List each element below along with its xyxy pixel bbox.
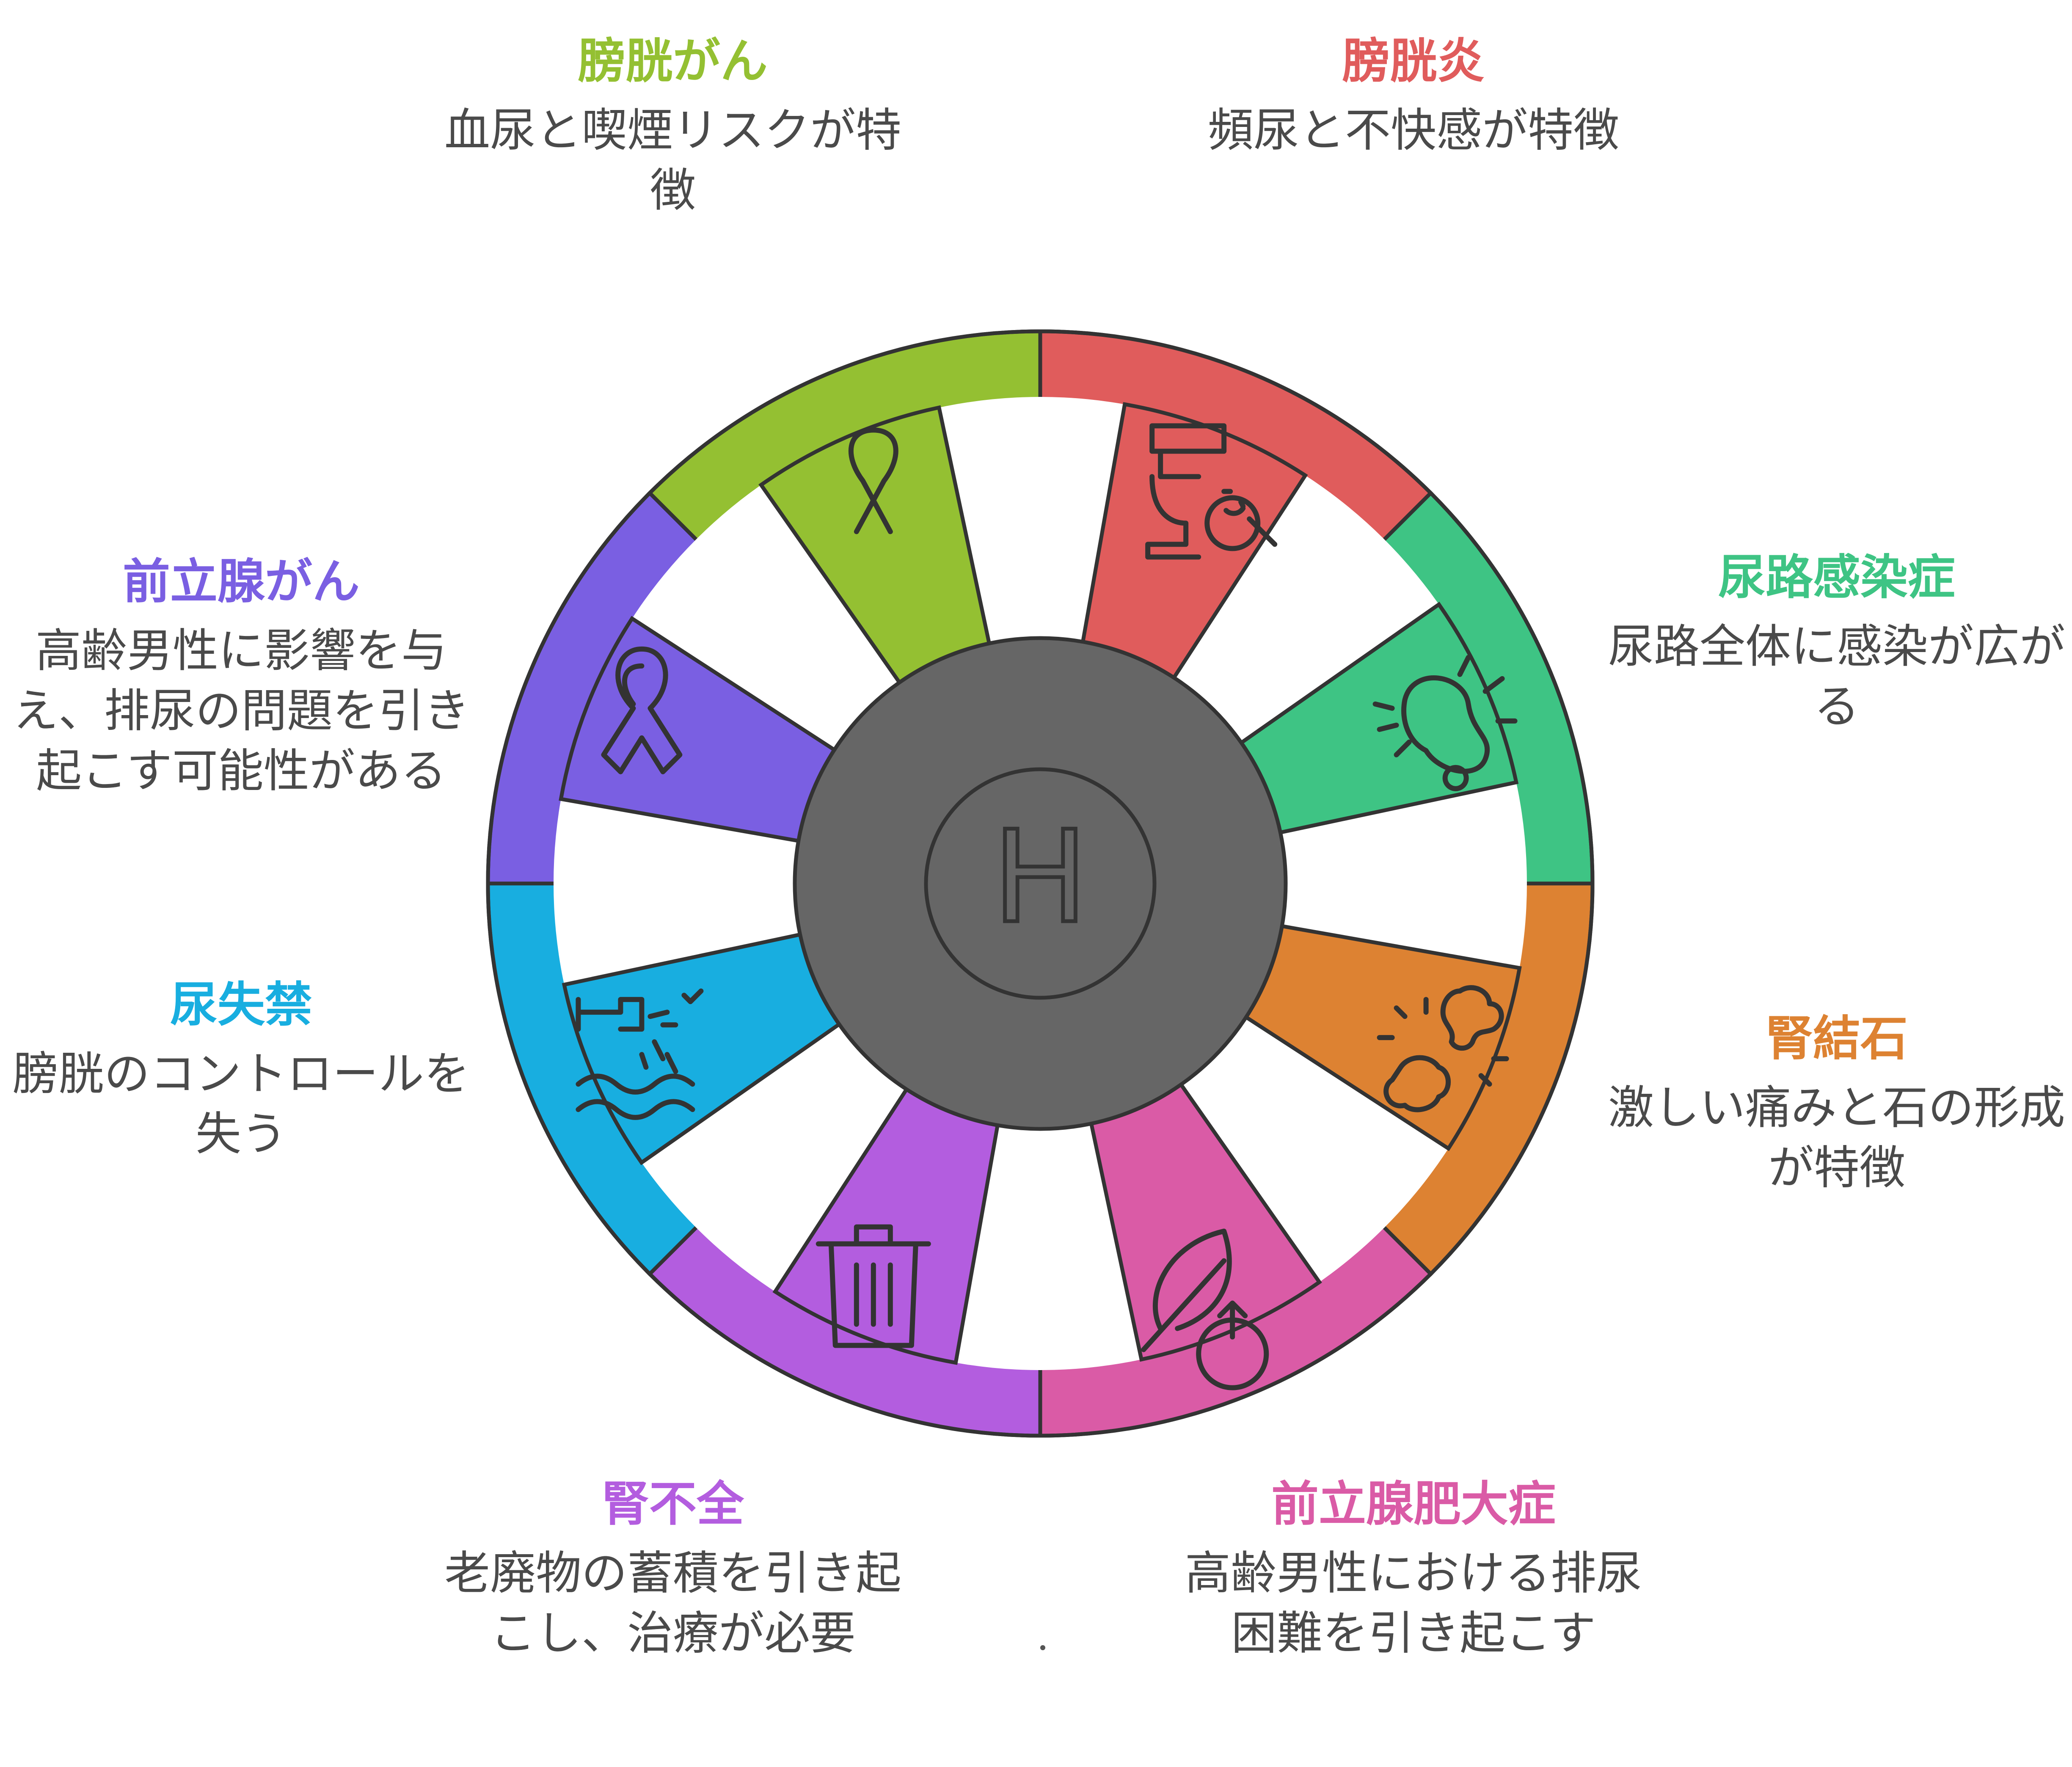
label-title: 尿路感染症: [1718, 550, 1955, 605]
label-prostate-cancer: 前立腺がん高齢男性に影響を与え、排尿の問題を引き起こす可能性がある: [8, 550, 474, 801]
label-title: 膀胱がん: [578, 34, 768, 89]
label-description: 激しい痛みと石の形成が特徴: [1608, 1082, 2065, 1195]
label-title: 腎不全: [602, 1477, 744, 1532]
looped-ribbon-icon: [601, 646, 683, 774]
label-description: 頻尿と不快感が特徴: [1207, 104, 1619, 157]
trash-can-icon: [816, 1224, 931, 1348]
stray-dot: [1040, 1645, 1045, 1650]
label-bph: 前立腺肥大症高齢男性における排尿困難を引き起こす: [1181, 1472, 1646, 1664]
label-bladder-cancer: 膀胱がん血尿と喫煙リスクが特徴: [440, 30, 906, 221]
stones-icon: [1377, 985, 1509, 1112]
center-letter: H: [992, 804, 1088, 951]
label-description: 高齢男性における排尿困難を引き起こす: [1185, 1547, 1642, 1660]
toilet-bacteria-icon: [1145, 423, 1278, 560]
segment-icons: [576, 423, 1518, 1390]
leaf-up-arrow-icon: [1141, 1228, 1269, 1390]
label-cystitis: 膀胱炎頻尿と不快感が特徴: [1181, 30, 1646, 161]
leaking-faucet-icon: [576, 988, 704, 1120]
label-kidney-stones: 腎結石激しい痛みと石の形成が特徴: [1604, 1007, 2069, 1198]
center-hub: [793, 636, 1288, 1131]
label-title: 前立腺がん: [123, 554, 360, 609]
label-title: 前立腺肥大症: [1271, 1477, 1556, 1532]
label-title: 膀胱炎: [1342, 34, 1485, 89]
label-description: 尿路全体に感染が広がる: [1608, 620, 2065, 733]
label-description: 老廃物の蓄積を引き起こし、治療が必要: [444, 1547, 901, 1660]
label-description: 血尿と喫煙リスクが特徴: [444, 104, 901, 217]
wheel-rim: [486, 329, 1595, 1438]
label-incontinence: 尿失禁膀胱のコントロールを失う: [8, 973, 474, 1164]
label-description: 高齢男性に影響を与え、排尿の問題を引き起こす可能性がある: [12, 625, 470, 798]
label-title: 腎結石: [1766, 1011, 1908, 1066]
label-title: 尿失禁: [170, 977, 312, 1032]
label-description: 膀胱のコントロールを失う: [12, 1048, 470, 1161]
label-kidney-failure: 腎不全老廃物の蓄積を引き起こし、治療が必要: [440, 1472, 906, 1664]
center-hub-emblem: [924, 767, 1157, 1000]
awareness-ribbon-icon: [848, 427, 898, 534]
label-uti: 尿路感染症尿路全体に感染が広がる: [1604, 546, 2069, 737]
bacteria-icon: [1372, 655, 1518, 791]
